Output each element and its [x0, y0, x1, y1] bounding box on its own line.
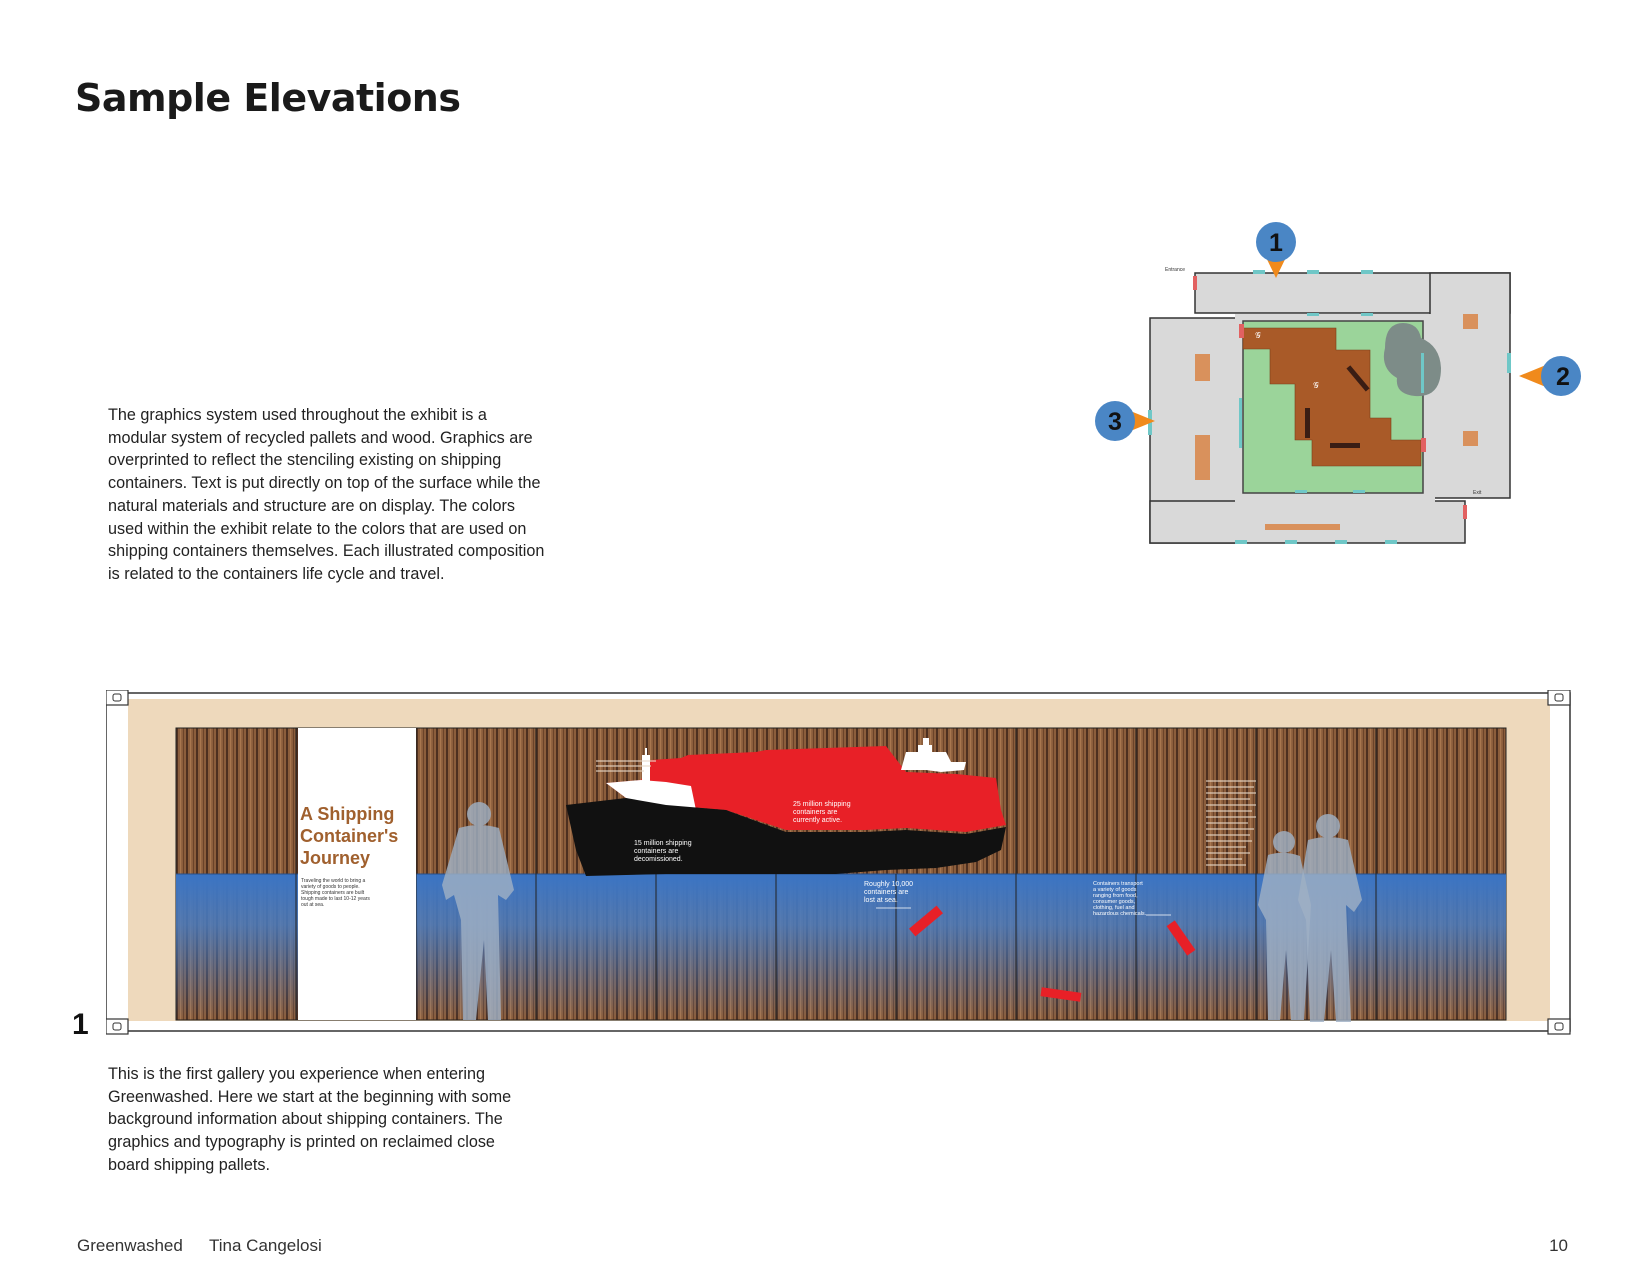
- footer-author-name: Tina Cangelosi: [209, 1236, 322, 1255]
- panel-body-line-4: tough made to last 10-12 years: [301, 896, 370, 902]
- panel-body-line-1: Traveling the world to bring a: [301, 878, 366, 884]
- stat-goods-line-2: a variety of goods: [1093, 887, 1137, 893]
- footer-page-number: 10: [1549, 1236, 1568, 1255]
- view-marker-2[interactable]: 2: [1519, 356, 1581, 396]
- elevation-drawing: A Shipping Container's Journey Traveling…: [106, 690, 1571, 1035]
- stat-goods-line-5: clothing, fuel and: [1093, 905, 1135, 911]
- visitor-silhouette-left: [442, 802, 514, 1020]
- visitor-silhouette-right-1: [1258, 831, 1311, 1020]
- plan-platform: [1242, 327, 1422, 467]
- stat-lost-line-2: containers are: [864, 889, 908, 896]
- stat-decommissioned-line-3: decomissioned.: [634, 856, 683, 863]
- stat-lost-line-1: Roughly 10,000: [864, 881, 913, 888]
- visitor-silhouette-right-2: [1298, 814, 1362, 1022]
- view-marker-1-label: 1: [1269, 229, 1283, 257]
- view-marker-1[interactable]: 1: [1256, 222, 1296, 278]
- stat-goods-line-1: Containers transport: [1093, 881, 1143, 887]
- panel-body-line-3: Shipping containers are built: [301, 890, 365, 896]
- plan-exit-label: Exit: [1473, 490, 1482, 496]
- stat-decommissioned-line-1: 15 million shipping: [634, 840, 692, 847]
- elevation-number: 1: [72, 1008, 89, 1041]
- page-title: Sample Elevations: [75, 76, 461, 120]
- panel-body-line-5: out at sea.: [301, 902, 324, 908]
- stat-active-line-2: containers are: [793, 809, 837, 816]
- plan-corridor-right: [1429, 272, 1511, 499]
- stat-goods-line-4: consumer goods,: [1093, 899, 1136, 905]
- floor-plan: 𝒢 𝒢 Entrance Exit 1 2 3: [1095, 222, 1581, 544]
- view-marker-3[interactable]: 3: [1095, 401, 1155, 441]
- panel-title-line-2: Container's: [300, 826, 398, 846]
- svg-text:𝒢: 𝒢: [1313, 381, 1319, 390]
- panel-body-line-2: variety of goods to people.: [301, 884, 360, 890]
- panel-title-line-3: Journey: [300, 848, 370, 868]
- panel-title-line-1: A Shipping: [300, 804, 394, 824]
- plan-entrance-label: Entrance: [1165, 267, 1185, 273]
- plan-corridor-bottom: [1149, 500, 1466, 544]
- intro-paragraph: The graphics system used throughout the …: [108, 406, 545, 583]
- stat-active-line-1: 25 million shipping: [793, 801, 851, 808]
- stat-lost-line-3: lost at sea.: [864, 897, 898, 904]
- stat-goods-line-3: ranging from food,: [1093, 893, 1138, 899]
- stat-decommissioned-line-2: containers are: [634, 848, 678, 855]
- plan-rock: [1383, 323, 1441, 397]
- footer-project-name: Greenwashed: [77, 1236, 183, 1255]
- cargo-ship-graphic: [566, 738, 1006, 876]
- stat-goods-line-6: hazardous chemicals.: [1093, 911, 1147, 917]
- view-marker-2-label: 2: [1556, 363, 1570, 391]
- stat-active-line-3: currently active.: [793, 817, 842, 824]
- view-marker-3-label: 3: [1108, 408, 1122, 436]
- title-panel: [298, 728, 416, 1020]
- svg-text:𝒢: 𝒢: [1255, 331, 1261, 340]
- gallery-description: This is the first gallery you experience…: [108, 1065, 512, 1174]
